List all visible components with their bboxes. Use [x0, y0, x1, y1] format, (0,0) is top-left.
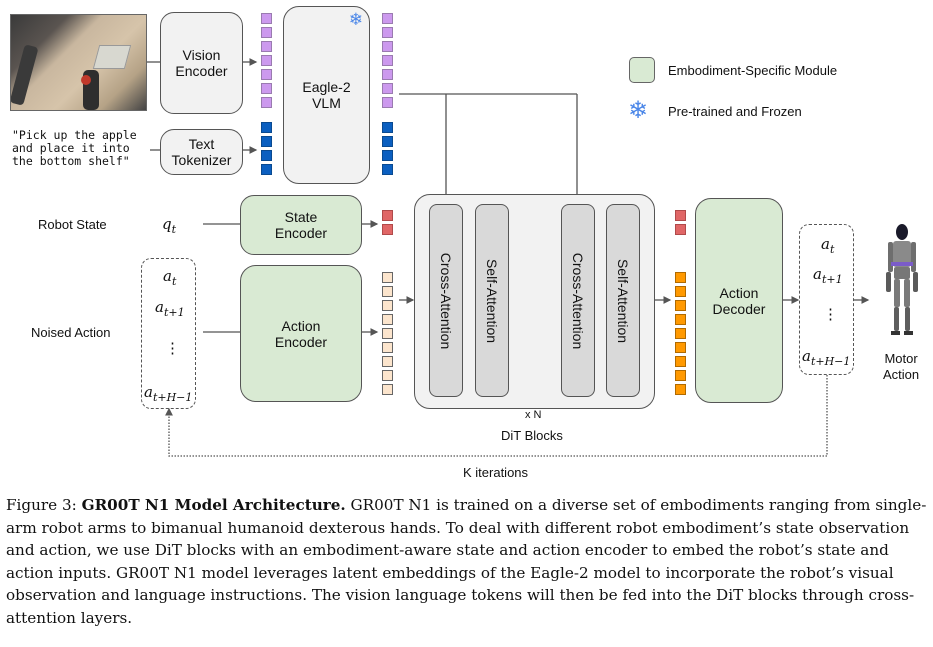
cross-attention-block: Cross-Attention — [429, 204, 463, 397]
action-token — [382, 286, 393, 297]
robot-state-label: Robot State — [38, 217, 107, 232]
vision-token — [261, 69, 272, 80]
snowflake-icon: ❄ — [628, 97, 649, 124]
figure-caption: Figure 3: GR00T N1 Model Architecture. G… — [6, 494, 928, 630]
caption-prefix: Figure 3: — [6, 496, 82, 514]
humanoid-robot-image — [886, 224, 918, 335]
apple — [81, 75, 91, 85]
action-token — [675, 286, 686, 297]
vision-token — [382, 41, 393, 52]
vision-token — [382, 27, 393, 38]
vision-encoder: Vision Encoder — [160, 12, 243, 114]
text-token — [261, 122, 272, 133]
noised-action-chunk: at at+1 ⋮ at+H−1 — [141, 258, 196, 409]
text-token — [382, 136, 393, 147]
legend-embodiment-label: Embodiment-Specific Module — [668, 63, 838, 78]
action-token — [382, 300, 393, 311]
action-token — [382, 328, 393, 339]
action-token — [675, 356, 686, 367]
text-tokenizer: Text Tokenizer — [160, 129, 243, 175]
motor-action-label: Motor Action — [883, 351, 920, 382]
vision-token — [261, 83, 272, 94]
vision-token — [261, 13, 272, 24]
q-symbol: q — [162, 215, 172, 233]
action-item: at — [163, 267, 177, 288]
action-decoder-label: Action Decoder — [712, 284, 766, 317]
action-token — [382, 356, 393, 367]
dit-blocks-label: DiT Blocks — [501, 428, 563, 443]
action-item: at+H−1 — [144, 383, 193, 404]
text-token — [382, 164, 393, 175]
robot-arm-left — [11, 44, 39, 106]
action-token — [382, 384, 393, 395]
action-item: at+1 — [813, 265, 843, 286]
action-decoder: Action Decoder — [695, 198, 783, 403]
state-encoder-label: State Encoder — [274, 209, 328, 241]
legend-embodiment-swatch — [629, 57, 655, 83]
action-ellipsis: ⋮ — [165, 339, 180, 357]
action-item: at+1 — [155, 298, 185, 319]
action-token — [382, 314, 393, 325]
caption-title: GR00T N1 Model Architecture. — [81, 496, 346, 514]
text-token — [261, 136, 272, 147]
legend-frozen-label: Pre-trained and Frozen — [668, 104, 802, 119]
action-token — [382, 342, 393, 353]
action-encoder: Action Encoder — [240, 265, 362, 402]
vision-token — [382, 83, 393, 94]
action-token — [382, 370, 393, 381]
cross-attention-block: Cross-Attention — [561, 204, 595, 397]
caption-body: GR00T N1 is trained on a diverse set of … — [6, 496, 927, 627]
vision-token — [261, 97, 272, 108]
eagle-2-vlm: Eagle-2 VLM ❄ — [283, 6, 370, 184]
text-token — [382, 122, 393, 133]
vision-token — [382, 13, 393, 24]
action-encoder-label: Action Encoder — [274, 317, 328, 350]
predicted-action-chunk: at at+1 ⋮ at+H−1 — [799, 224, 854, 375]
action-item: at+H−1 — [802, 347, 851, 368]
k-iterations-label: K iterations — [463, 465, 529, 480]
vision-encoder-label: Vision Encoder — [175, 47, 228, 79]
action-token — [382, 272, 393, 283]
language-instruction: "Pick up the apple and place it into the… — [12, 128, 137, 168]
action-token — [675, 300, 686, 311]
action-token — [675, 272, 686, 283]
action-token — [675, 314, 686, 325]
state-encoder: State Encoder — [240, 195, 362, 255]
action-token — [675, 384, 686, 395]
text-tokenizer-label: Text Tokenizer — [171, 136, 232, 168]
vision-token — [261, 55, 272, 66]
action-token — [675, 328, 686, 339]
state-token — [382, 210, 393, 221]
q-subscript: t — [171, 223, 177, 236]
self-attention-block: Self-Attention — [606, 204, 640, 397]
state-token — [675, 210, 686, 221]
vision-token — [382, 55, 393, 66]
vision-token — [261, 27, 272, 38]
text-token — [382, 150, 393, 161]
state-token — [675, 224, 686, 235]
shelf — [92, 45, 132, 69]
snowflake-icon: ❄ — [348, 10, 363, 29]
action-item: at — [821, 235, 835, 256]
robot-state-symbol: qt — [162, 215, 176, 236]
text-token — [261, 150, 272, 161]
action-token — [675, 370, 686, 381]
noised-action-label: Noised Action — [31, 325, 111, 340]
dit-repeat-label: x N — [525, 409, 542, 421]
vision-token — [382, 97, 393, 108]
vlm-label: Eagle-2 VLM — [302, 79, 351, 111]
vision-token — [261, 41, 272, 52]
camera-observation-image — [10, 14, 147, 111]
action-token — [675, 342, 686, 353]
text-token — [261, 164, 272, 175]
self-attention-block: Self-Attention — [475, 204, 509, 397]
state-token — [382, 224, 393, 235]
vision-token — [382, 69, 393, 80]
action-ellipsis: ⋮ — [823, 305, 838, 323]
